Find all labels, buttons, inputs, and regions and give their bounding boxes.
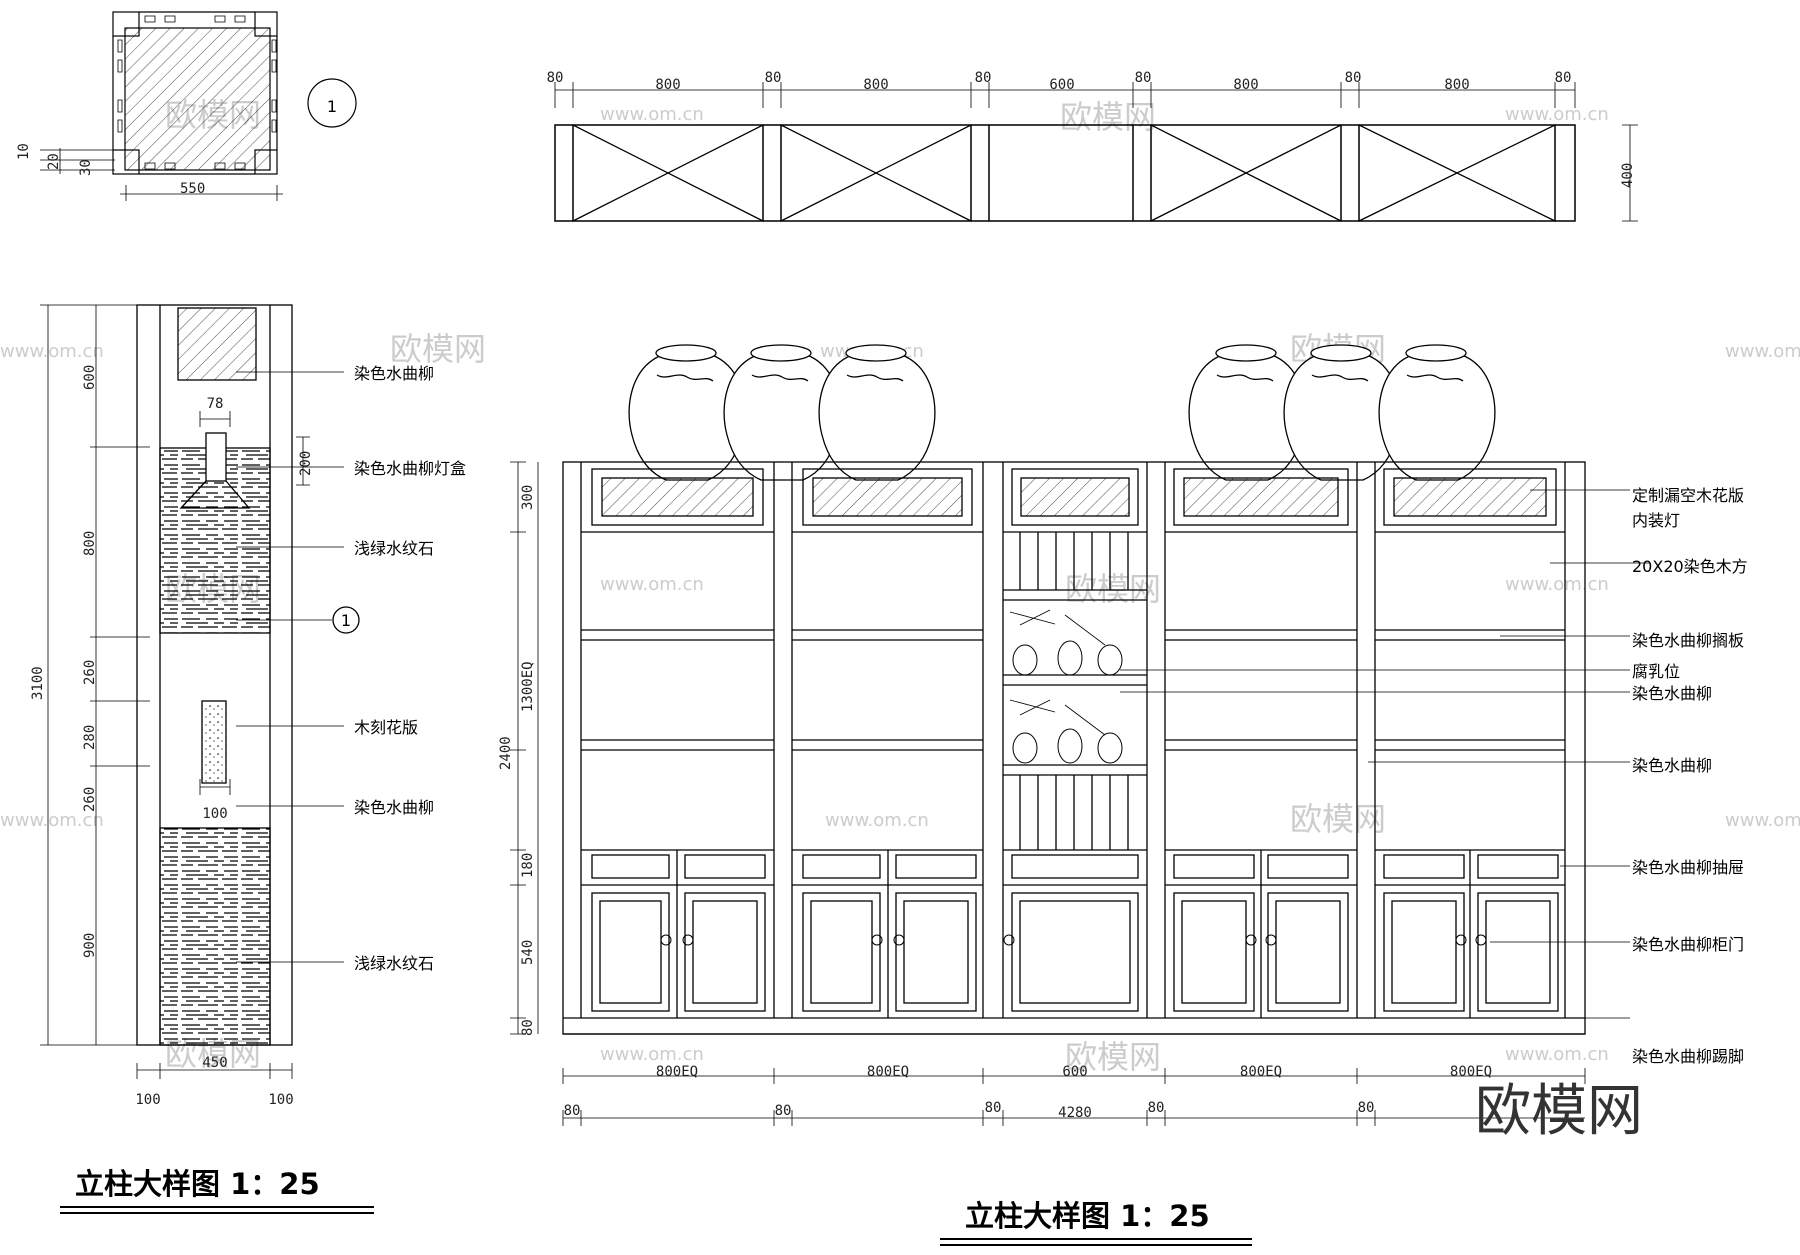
cabinet-label: 染色水曲柳踢脚 [1632, 1047, 1744, 1066]
watermark-site: www.om.cn [600, 1044, 704, 1065]
cabinet-label: 腐乳位 [1632, 662, 1680, 681]
cabinet-dim: 180 [520, 853, 536, 878]
watermark-site: www.om.cn [1725, 810, 1800, 831]
column-dim: 200 [298, 451, 314, 476]
watermark-site: www.om.cn [1505, 104, 1609, 125]
jar [1283, 344, 1401, 481]
column-dim: 600 [82, 365, 98, 390]
top-dim: 80 [547, 70, 564, 86]
cabinet-dim: 600 [1062, 1064, 1087, 1080]
cabinet-label: 染色水曲柳抽屉 [1632, 858, 1744, 877]
watermark-site: www.om.cn [1505, 1044, 1609, 1065]
top-height-dim: 400 [1620, 163, 1636, 188]
plan-dim: 20 [46, 153, 62, 170]
column-plan-section [40, 11, 357, 201]
cabinet-top-plan [554, 82, 1638, 222]
column-dim: 100 [268, 1092, 293, 1108]
cabinet-dim: 80 [775, 1103, 792, 1119]
plan-dim: 550 [180, 181, 205, 197]
column-dim: 800 [82, 531, 98, 556]
watermark-brand: 欧模网 [390, 330, 486, 368]
cabinet-dim: 80 [520, 1019, 536, 1036]
watermark-site: www.om.cn [0, 810, 104, 831]
cabinet-dim: 300 [520, 485, 536, 510]
cabinet-dim: 80 [985, 1100, 1002, 1116]
cabinet-dim: 800EQ [656, 1064, 698, 1080]
plan-dim: 30 [78, 159, 94, 176]
watermark-site: www.om.cn [600, 574, 704, 595]
column-label: 木刻花版 [354, 718, 418, 737]
top-dim: 80 [975, 70, 992, 86]
watermark-site: www.om.cn [600, 104, 704, 125]
column-label: 染色水曲柳 [354, 798, 434, 817]
cabinet-label: 染色水曲柳柜门 [1632, 935, 1744, 954]
top-dim: 80 [1555, 70, 1572, 86]
cabinet-label: 定制漏空木花版 [1632, 486, 1744, 505]
watermark-brand: 欧模网 [1060, 98, 1156, 136]
column-dim: 100 [135, 1092, 160, 1108]
cabinet-label: 20X20染色木方 [1632, 557, 1748, 576]
watermark-site: www.om.cn [1505, 574, 1609, 595]
column-dim: 900 [82, 933, 98, 958]
top-dim: 800 [863, 77, 888, 93]
jar [818, 344, 936, 481]
watermark-site: www.om.cn [825, 810, 929, 831]
top-dim: 800 [1233, 77, 1258, 93]
section-callout-circle [307, 78, 357, 128]
column-dim: 280 [82, 725, 98, 750]
watermark-brand: 欧模网 [1290, 800, 1386, 838]
column-dim: 100 [202, 806, 227, 822]
top-dim: 80 [1345, 70, 1362, 86]
top-dim: 800 [1444, 77, 1469, 93]
column-label: 染色水曲柳 [354, 364, 434, 383]
watermark-brand: 欧模网 [1065, 570, 1161, 608]
column-dim: 260 [82, 787, 98, 812]
column-dim: 450 [202, 1055, 227, 1071]
cabinet-dim: 800EQ [867, 1064, 909, 1080]
cabinet-dim: 80 [1358, 1100, 1375, 1116]
cabinet-label: 染色水曲柳 [1632, 756, 1712, 775]
column-callout-number: 1 [341, 611, 351, 630]
cabinet-label: 染色水曲柳 [1632, 684, 1712, 703]
cabinet-label: 内装灯 [1632, 511, 1680, 530]
top-dim: 80 [1135, 70, 1152, 86]
cabinet-dim: 1300EQ [520, 661, 536, 712]
top-dim: 80 [765, 70, 782, 86]
watermark-brand: 欧模网 [1065, 1038, 1161, 1076]
plan-dim: 10 [16, 143, 32, 160]
cabinet-label: 染色水曲柳搁板 [1632, 631, 1744, 650]
brand-watermark-large: 欧模网 [1475, 1079, 1643, 1144]
column-height-dim: 3100 [30, 666, 46, 700]
title-underline [60, 1206, 374, 1214]
column-dim: 260 [82, 660, 98, 685]
cabinet-dim: 80 [1148, 1100, 1165, 1116]
top-dim: 600 [1049, 77, 1074, 93]
cabinet-drawing-title: 立柱大样图 1：25 [965, 1199, 1210, 1233]
section-callout-number: 1 [327, 97, 337, 116]
top-dim: 800 [655, 77, 680, 93]
column-label: 浅绿水纹石 [354, 954, 434, 973]
jar [1188, 344, 1306, 481]
column-elevation [40, 304, 360, 1079]
column-drawing-title: 立柱大样图 1：25 [75, 1167, 320, 1201]
watermark-site: www.om.cn [1725, 341, 1800, 362]
cabinet-dim: 540 [520, 940, 536, 965]
column-dim: 78 [207, 396, 224, 412]
jar-row [628, 344, 1496, 481]
column-label: 浅绿水纹石 [354, 539, 434, 558]
cabinet-total-dim: 4280 [1058, 1105, 1092, 1121]
column-label: 染色水曲柳灯盒 [354, 459, 466, 478]
jar [1378, 344, 1496, 481]
cabinet-dim: 80 [564, 1103, 581, 1119]
watermark-site: www.om.cn [0, 341, 104, 362]
cabinet-dim: 2400 [498, 736, 514, 770]
cabinet-dim: 800EQ [1240, 1064, 1282, 1080]
title-underline [940, 1238, 1252, 1246]
cabinet-dim: 800EQ [1450, 1064, 1492, 1080]
cabinet-elevation [510, 461, 1650, 1126]
